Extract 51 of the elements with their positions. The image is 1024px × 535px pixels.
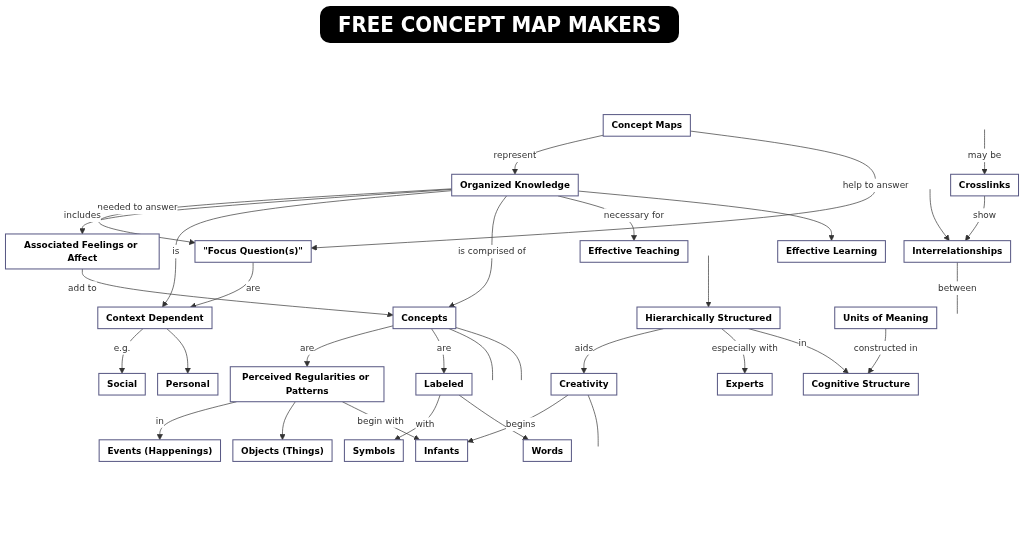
node-box: Experts [716, 372, 773, 396]
edge-label: aids [574, 342, 594, 353]
edge-label: between [938, 282, 977, 293]
edge-label: are [436, 342, 452, 353]
node-box: Perceived Regularities or Patterns [229, 366, 385, 403]
node-box: Units of Meaning [834, 306, 938, 330]
edge-label: are [299, 342, 315, 353]
connector-line [455, 327, 522, 381]
edge-label: with [415, 418, 435, 429]
node-box: Effective Teaching [579, 240, 689, 263]
edge-label: in [155, 415, 164, 426]
node-box: Infants [415, 439, 469, 462]
node-box: Crosslinks [950, 173, 1020, 197]
node-box: Words [522, 439, 572, 462]
edge-label: especially with [711, 342, 778, 353]
node-box: Concepts [392, 306, 457, 330]
edge-label: includes [63, 209, 101, 220]
edge-label: is comprised of [457, 246, 526, 257]
node-box: Context Dependent [97, 306, 213, 330]
node-box: Concept Maps [602, 114, 691, 137]
node-box: Symbols [343, 439, 404, 462]
edge-label: begin with [357, 415, 404, 426]
node-box: Labeled [415, 372, 473, 396]
node-box: Personal [157, 372, 219, 396]
connector-line [587, 394, 599, 447]
edge-label: are [245, 282, 261, 293]
edge-label: add to [68, 282, 97, 293]
edge-label: needed to answer [97, 202, 178, 213]
node-box: Organized Knowledge [451, 173, 579, 197]
edge-label: begins [505, 418, 536, 430]
title-banner: FREE CONCEPT MAP MAKERS [320, 6, 680, 43]
node-box: Events (Happenings) [98, 439, 222, 462]
edge-label: show [973, 209, 997, 220]
node-box: Cognitive Structure [802, 372, 919, 396]
node-box: Objects (Things) [232, 439, 333, 462]
node-box: Creativity [550, 372, 618, 396]
edge-label: constructed in [853, 342, 918, 353]
edge-label: help to answer [842, 179, 909, 191]
edge-label: in [798, 337, 807, 349]
connector-line [448, 328, 493, 381]
edge-label: necessary for [603, 209, 665, 220]
node-box: Interrelationships [903, 240, 1012, 263]
node-box: Associated Feelings or Affect [4, 233, 160, 270]
node-box: Hierarchically Structured [636, 306, 781, 330]
node-box: Social [98, 372, 146, 396]
edge-label: is [172, 246, 180, 257]
edge-label: may be [967, 149, 1002, 161]
edge-label: e.g. [113, 342, 131, 353]
edge-label: represent [493, 149, 537, 161]
node-box: Effective Learning [777, 240, 886, 263]
node-box: "Focus Question(s)" [194, 240, 312, 263]
